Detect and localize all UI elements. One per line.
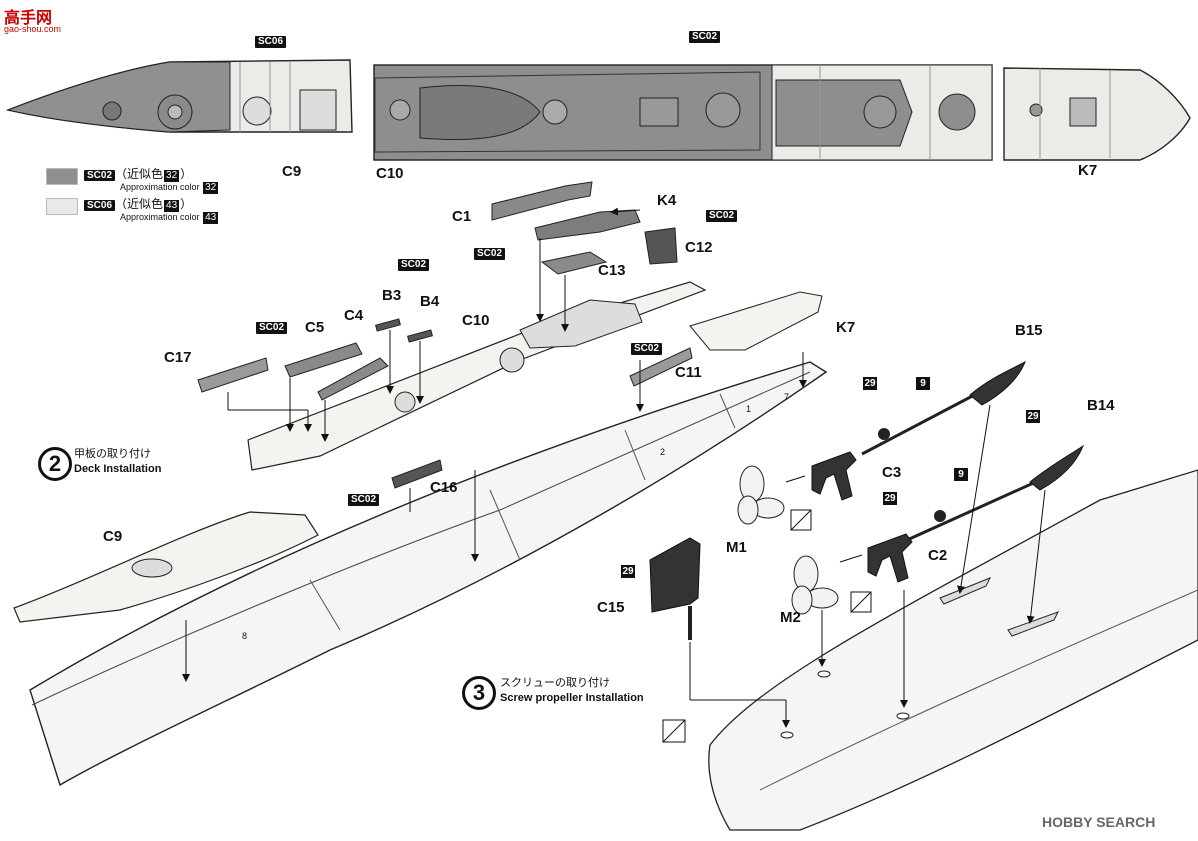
no-glue-icon-c15 [662,719,686,743]
label-k7: K7 [836,319,856,336]
legend-sub-sc06: Approximation color 43 [120,212,219,224]
hull-number-1: 1 [746,404,752,414]
part-k4 [534,209,641,241]
shaft-collar-lower [934,510,946,522]
shaft-lower [884,478,1041,552]
label-c15: C15 [597,599,625,616]
propeller-m2 [791,555,839,615]
label-c10-top: C10 [376,165,404,182]
part-b3 [375,318,401,332]
label-c13: C13 [598,262,626,279]
step-2-title-en: Deck Installation [74,463,162,475]
label-c3: C3 [882,464,902,481]
legend-jp-sc06: （近似色 [115,197,164,211]
watermark-hobby-search: HOBBY SEARCH [1042,814,1156,830]
legend-close-sc06: ） [180,197,193,211]
top-part-c10 [373,64,993,161]
label-b3: B3 [382,287,402,304]
code-c10-top: SC02 [689,31,721,43]
color-9-lower: 9 [954,468,968,481]
color-9-upper: 9 [916,377,930,390]
no-glue-icon-c2 [850,591,872,613]
no-glue-icon-c3 [790,509,812,531]
label-m2: M2 [780,609,801,626]
label-c2: C2 [928,547,948,564]
shaft-upper [861,390,981,456]
code-c12: SC02 [706,210,738,222]
top-part-k7 [1003,67,1191,161]
label-c11: C11 [675,364,702,381]
label-b15: B15 [1015,322,1043,339]
code-b3-b4: SC02 [398,259,430,271]
hull-number-2: 2 [660,447,666,457]
legend-close-sc02: ） [180,167,193,181]
label-c17: C17 [164,349,192,366]
code-c16: SC02 [348,494,380,506]
label-b4: B4 [420,293,440,310]
hull-number-8: 8 [242,631,248,641]
label-c1: C1 [452,208,472,225]
legend-number-43: 43 [164,200,180,212]
label-c9-top: C9 [282,163,302,180]
label-b14: B14 [1087,397,1115,414]
legend-sub-sc02: Approximation color 32 [120,182,219,194]
hull-step2 [29,361,828,787]
propeller-m1 [737,465,785,525]
part-c1 [491,181,593,221]
legend-jp-sc02: （近似色 [115,167,164,181]
part-b4 [407,329,433,343]
code-c1-group: SC02 [474,248,506,260]
part-c17 [197,357,269,393]
label-c16: C16 [430,479,458,496]
code-c17-c5: SC02 [256,322,288,334]
watermark-logo: 高手网 [4,10,53,27]
step-2-number: 2 [38,447,72,481]
part-c16 [391,459,443,489]
top-part-c9 [5,59,353,133]
label-c9: C9 [103,528,123,545]
legend-swatch-sc02 [46,168,78,185]
color-29-c2: 29 [883,492,897,505]
code-c9-top: SC06 [255,36,287,48]
label-c4: C4 [344,307,364,324]
shaft-collar-upper [878,428,890,440]
legend-number-32: 32 [164,170,180,182]
step-2-title-jp: 甲板の取り付け [74,448,151,460]
color-29-b15: 29 [863,377,877,390]
part-c15 [649,537,701,613]
part-c12 [644,227,678,265]
step-3-title-jp: スクリューの取り付け [500,677,610,689]
legend-code-sc06: SC06 [84,200,116,211]
part-b14 [1029,444,1085,491]
part-c2 [867,533,913,583]
part-c3 [811,451,857,501]
part-c5 [284,342,363,378]
hull-step3 [708,469,1198,831]
label-m1: M1 [726,539,747,556]
exploded-deck-k7 [689,291,823,351]
color-29-c15: 29 [621,565,635,578]
label-c10: C10 [462,312,490,329]
color-29-b14: 29 [1026,410,1040,423]
part-b15 [969,360,1026,406]
label-c12: C12 [685,239,713,256]
label-k4: K4 [657,192,677,209]
code-c11: SC02 [631,343,663,355]
legend-code-sc02: SC02 [84,170,116,181]
label-c5: C5 [305,319,325,336]
label-k7-top: K7 [1078,162,1098,179]
part-c11 [629,347,693,387]
step-3-number: 3 [462,676,496,710]
part-c13 [540,251,608,275]
watermark-url: gao-shou.com [4,24,62,34]
part-c4 [317,357,389,401]
step-3-title-en: Screw propeller Installation [500,692,644,704]
legend-swatch-sc06 [46,198,78,215]
hull-number-7: 7 [784,392,790,402]
